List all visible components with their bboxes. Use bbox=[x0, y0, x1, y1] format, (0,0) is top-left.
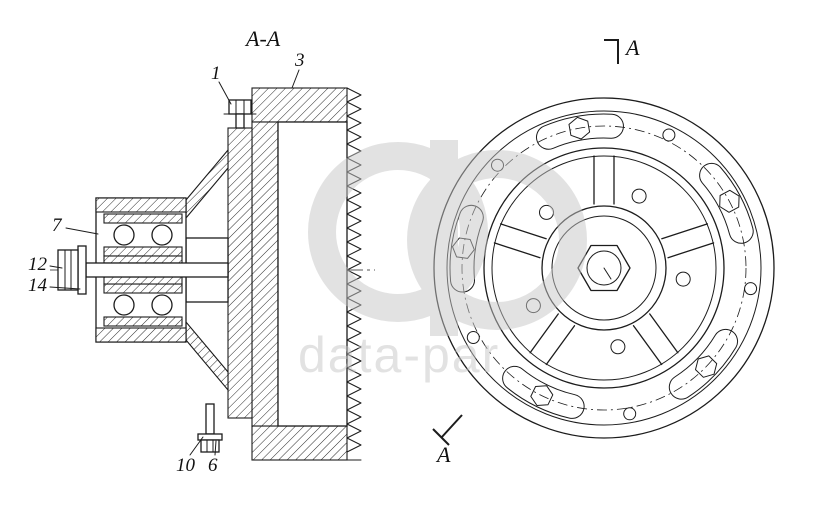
leader-line-12 bbox=[49, 265, 63, 269]
adjusting-slot bbox=[668, 328, 739, 400]
hub-cone-upper-section bbox=[185, 148, 229, 220]
callout-6: 6 bbox=[208, 455, 218, 476]
hub-ring-inner bbox=[551, 215, 657, 321]
bearing-inner-race bbox=[103, 283, 183, 294]
face-ring-outer bbox=[483, 147, 725, 389]
center-bore bbox=[586, 250, 622, 286]
section-label-bottom: A bbox=[435, 442, 451, 467]
rim-hole bbox=[466, 331, 480, 344]
pulley-web-section bbox=[251, 121, 279, 427]
bearing-outer-race bbox=[103, 213, 183, 224]
adjusting-slot bbox=[536, 113, 624, 150]
shaft bbox=[85, 262, 229, 278]
hex-bolt-head bbox=[568, 116, 591, 140]
spoke-edge bbox=[493, 242, 541, 259]
shaft-washer bbox=[77, 245, 87, 295]
rim-hole bbox=[662, 128, 676, 142]
leader-line-1 bbox=[218, 81, 232, 105]
shaft-bolt-head bbox=[57, 249, 79, 291]
top-bolt-head bbox=[228, 99, 252, 115]
bearing-ball bbox=[151, 224, 173, 246]
watermark-logo-ring-right bbox=[407, 150, 587, 330]
callout-1: 1 bbox=[211, 63, 221, 84]
center-key-mark bbox=[603, 267, 612, 280]
bearing-ball bbox=[113, 294, 135, 316]
section-title: A-A bbox=[244, 26, 281, 51]
section-mark-bottom-tick bbox=[432, 428, 450, 446]
face-ring-inner bbox=[491, 155, 717, 381]
front-view: A A bbox=[432, 35, 775, 467]
rim-hole bbox=[623, 407, 637, 421]
spoke-edge bbox=[661, 223, 709, 240]
spoke-edge bbox=[529, 313, 559, 354]
watermark-logo-ring-left bbox=[308, 142, 488, 322]
bottom-stud bbox=[205, 403, 215, 435]
web-hole bbox=[631, 188, 647, 204]
top-bolt-shank bbox=[235, 113, 245, 129]
callout-3: 3 bbox=[294, 50, 305, 71]
leader-line-14 bbox=[49, 286, 81, 290]
watermark: data-par bbox=[298, 140, 587, 383]
hub-cone-lower-section bbox=[185, 320, 229, 392]
web-hole bbox=[610, 339, 626, 355]
section-mark-bottom bbox=[440, 414, 463, 439]
hex-bolt-head bbox=[530, 385, 554, 406]
callout-7: 7 bbox=[52, 215, 63, 236]
hex-bolt-head bbox=[719, 189, 740, 213]
spoke-edge bbox=[545, 325, 576, 366]
spoke-group bbox=[493, 155, 715, 366]
bearing-ball bbox=[151, 294, 173, 316]
leader-line-6 bbox=[214, 440, 217, 456]
hub-plate-section bbox=[227, 127, 253, 419]
spoke-edge bbox=[632, 325, 663, 366]
rim-hole bbox=[744, 282, 758, 296]
pulley-top-flange-section bbox=[251, 87, 348, 123]
spoke-edge bbox=[667, 242, 715, 259]
callout-14: 14 bbox=[28, 275, 48, 296]
web-hole bbox=[675, 271, 691, 287]
pulley-bottom-flange-section bbox=[251, 425, 348, 461]
leader-line-3 bbox=[291, 69, 300, 89]
leader-line-10 bbox=[189, 436, 204, 456]
watermark-text: data-par bbox=[298, 327, 500, 383]
hex-bolt-head bbox=[695, 355, 718, 378]
hub-ring-outer bbox=[541, 205, 667, 331]
bearing-ball bbox=[113, 224, 135, 246]
section-mark-top bbox=[604, 39, 619, 64]
adjusting-slot bbox=[502, 365, 585, 419]
adjusting-slot bbox=[699, 162, 754, 244]
spoke-edge bbox=[649, 313, 679, 354]
spacer-sleeve-section bbox=[103, 255, 183, 264]
spoke-edge bbox=[499, 223, 547, 240]
housing-bottom-wall-section bbox=[95, 327, 187, 343]
spacer-sleeve-section bbox=[103, 276, 183, 285]
bearing-outer-race bbox=[103, 316, 183, 327]
section-label-top: A bbox=[624, 35, 640, 60]
housing-top-wall-section bbox=[95, 197, 187, 213]
leader-line-7 bbox=[65, 227, 99, 235]
callout-12: 12 bbox=[28, 254, 48, 275]
bearing-inner-race bbox=[103, 246, 183, 257]
callout-10: 10 bbox=[176, 455, 196, 476]
bottom-nut bbox=[200, 439, 220, 453]
